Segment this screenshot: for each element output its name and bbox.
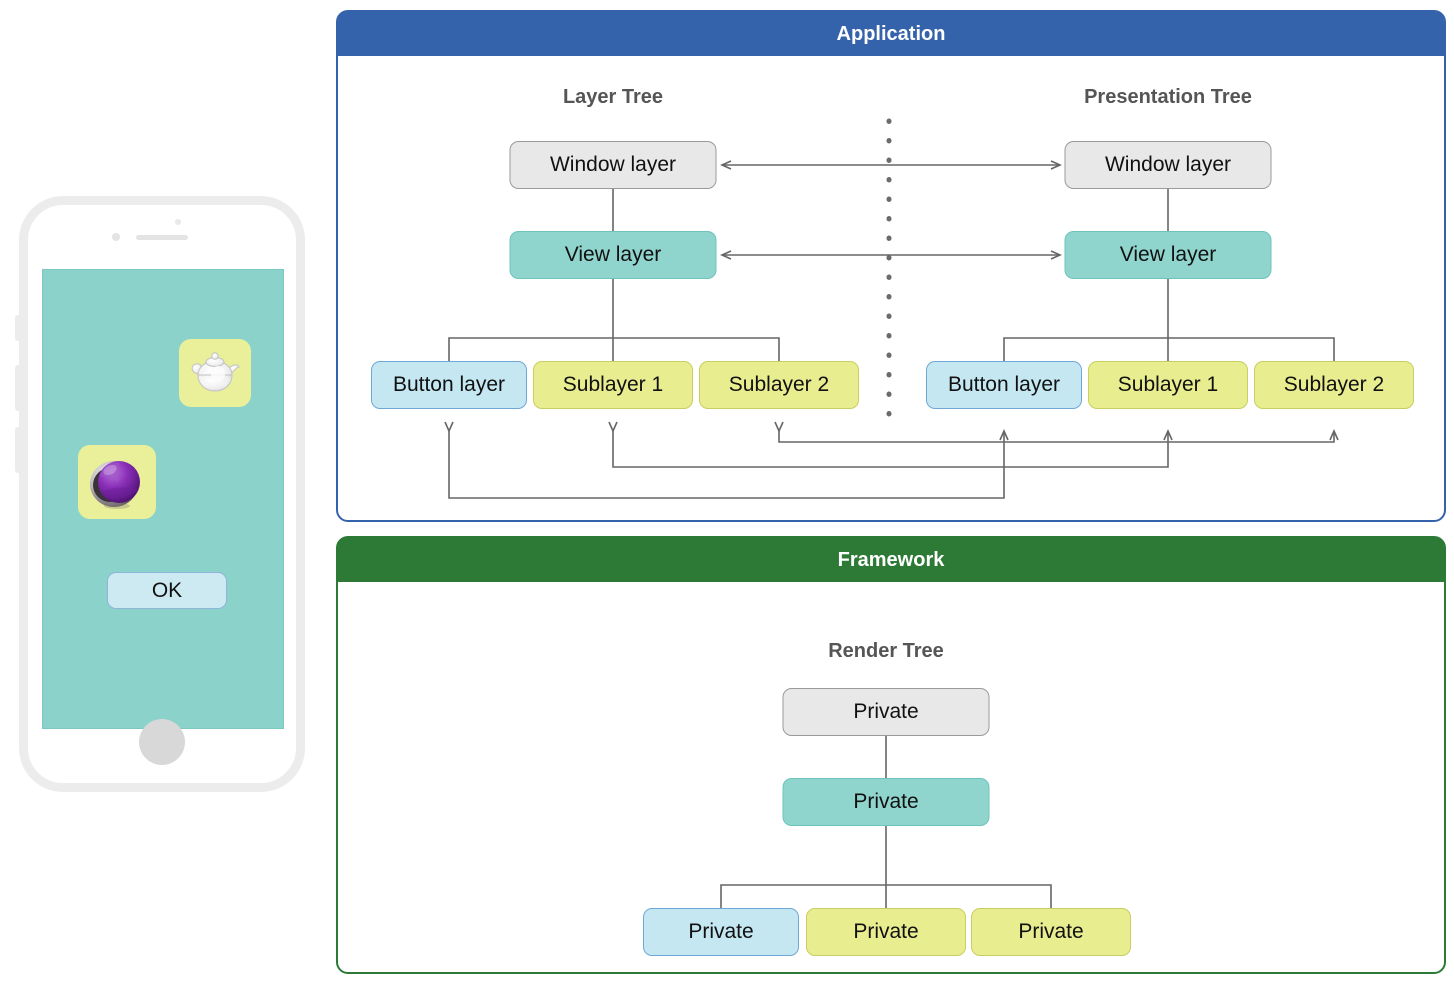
application-panel-title: Application bbox=[338, 12, 1444, 56]
framework-connectors bbox=[720, 735, 1052, 908]
node-presentation-window[interactable]: Window layer bbox=[1064, 141, 1272, 189]
node-presentation-sublayer-1[interactable]: Sublayer 1 bbox=[1088, 361, 1248, 409]
node-render-button[interactable]: Private bbox=[643, 908, 799, 956]
framework-panel-body: Render Tree Private Private Private Priv… bbox=[338, 582, 1444, 972]
node-layer-window[interactable]: Window layer bbox=[509, 141, 717, 189]
node-layer-view[interactable]: View layer bbox=[509, 231, 717, 279]
ok-button[interactable]: OK bbox=[107, 572, 227, 609]
node-render-root[interactable]: Private bbox=[782, 688, 990, 736]
phone-camera-icon bbox=[112, 233, 120, 241]
presentation-tree-title: Presentation Tree bbox=[1084, 86, 1252, 108]
node-layer-button[interactable]: Button layer bbox=[371, 361, 527, 409]
application-panel-body: Layer Tree Presentation Tree Window laye… bbox=[338, 56, 1444, 520]
node-presentation-sublayer-2[interactable]: Sublayer 2 bbox=[1254, 361, 1414, 409]
node-render-sublayer-1[interactable]: Private bbox=[806, 908, 966, 956]
phone-side-buttons bbox=[15, 315, 21, 605]
sphere-app-icon[interactable] bbox=[78, 445, 156, 519]
teapot-icon bbox=[191, 352, 240, 392]
node-layer-sublayer-1[interactable]: Sublayer 1 bbox=[533, 361, 693, 409]
teapot-app-icon[interactable] bbox=[179, 339, 251, 407]
application-connectors bbox=[444, 118, 1339, 499]
application-panel: Application bbox=[336, 10, 1446, 522]
framework-panel-title: Framework bbox=[338, 538, 1444, 582]
phone-speaker-icon bbox=[136, 235, 188, 240]
node-presentation-button[interactable]: Button layer bbox=[926, 361, 1082, 409]
node-render-sublayer-2[interactable]: Private bbox=[971, 908, 1131, 956]
node-render-view[interactable]: Private bbox=[782, 778, 990, 826]
render-tree-title: Render Tree bbox=[828, 640, 944, 662]
node-layer-sublayer-2[interactable]: Sublayer 2 bbox=[699, 361, 859, 409]
purple-sphere-icon bbox=[90, 461, 140, 509]
node-presentation-view[interactable]: View layer bbox=[1064, 231, 1272, 279]
iphone-mockup: OK bbox=[15, 196, 305, 792]
framework-panel: Framework Render Tree Private Private Pr… bbox=[336, 536, 1446, 974]
layer-tree-title: Layer Tree bbox=[562, 86, 664, 108]
phone-screen: OK bbox=[42, 269, 284, 729]
phone-sensor-icon bbox=[175, 219, 181, 225]
phone-home-button[interactable] bbox=[139, 719, 185, 765]
